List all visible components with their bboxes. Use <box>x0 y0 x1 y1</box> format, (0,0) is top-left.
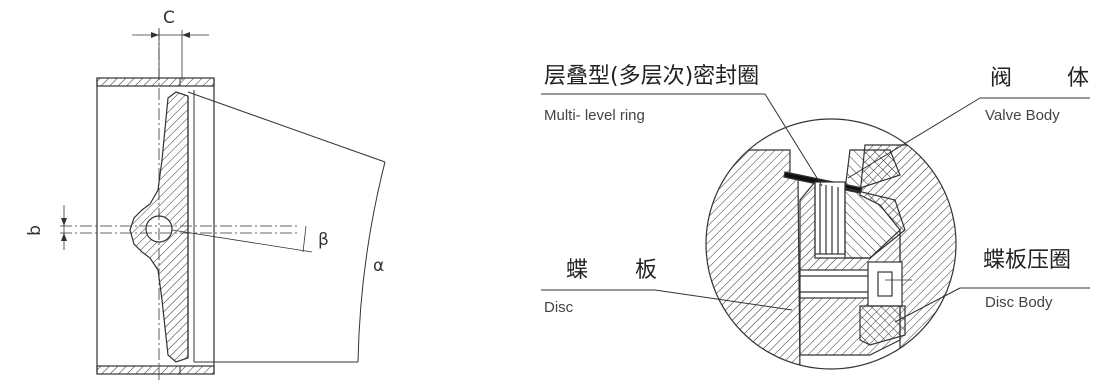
seal-ring-label-en: Multi- level ring <box>544 107 645 124</box>
butterfly-valve-section <box>60 28 386 381</box>
dimension-b-label: b <box>24 225 45 236</box>
disc-label-en: Disc <box>544 299 574 316</box>
seal-ring-label-cn: 层叠型(多层次)密封圈 <box>544 64 760 89</box>
angle-alpha-label: α <box>373 256 385 276</box>
disc-label-cn: 蝶 板 <box>566 258 677 283</box>
bottom-flange <box>96 365 215 375</box>
disc-ring-label-en: Disc Body <box>985 294 1053 311</box>
disc-ring-label-cn: 蝶板压圈 <box>983 248 1072 273</box>
valve-body-label-cn: 阀 体 <box>990 66 1107 91</box>
valve-body-label-en: Valve Body <box>985 107 1060 124</box>
top-flange <box>96 77 215 87</box>
dimension-c-label: C <box>163 8 175 28</box>
seal-detail <box>541 93 1090 370</box>
angle-beta-label: β <box>318 230 329 250</box>
